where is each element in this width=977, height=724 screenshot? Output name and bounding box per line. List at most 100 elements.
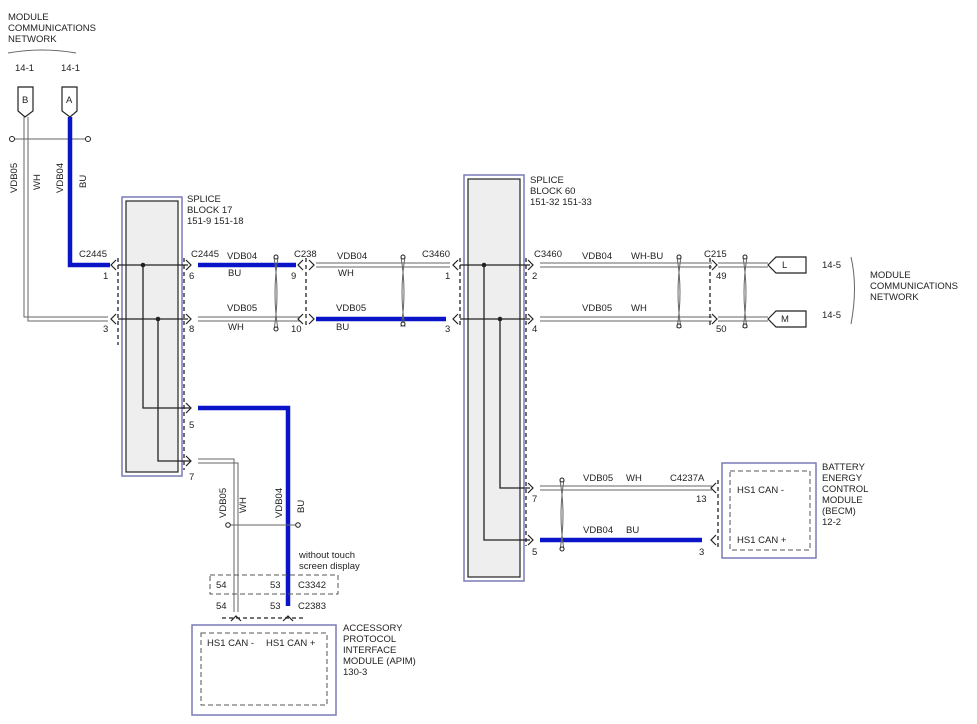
wire-vdb05-left-2 [27, 117, 108, 322]
seg1-twist-dot-bot [273, 326, 279, 332]
terminal-a-label: A [66, 95, 73, 106]
seg2-twist [400, 256, 406, 328]
becm-module [721, 462, 817, 559]
becm-twist-dot-top [559, 477, 565, 483]
splice60-inner [467, 178, 521, 578]
apim-pin-plus: HS1 CAN + [266, 638, 316, 649]
twist-end-left [9, 136, 15, 142]
c3460-right-chev-4 [527, 313, 534, 325]
splice60-node-a [481, 262, 487, 268]
apim-inner [200, 632, 328, 706]
seg3-twist-dot-bot [676, 323, 682, 329]
seg3-bot-code: VDB05 [582, 303, 612, 314]
becm-line5: (BECM) [822, 506, 856, 517]
c215-pin49: 49 [716, 271, 727, 282]
splice17-inner [125, 200, 179, 473]
apim-line4: MODULE (APIM) [343, 656, 416, 667]
network-top-title-3: NETWORK [8, 34, 57, 45]
becm-pin-minus: HS1 CAN - [737, 485, 784, 496]
c3460-right-chev-5 [527, 534, 534, 546]
c3342-box [209, 574, 339, 595]
seg1-top-color: BU [228, 268, 241, 279]
becm-w1-code: VDB05 [583, 473, 613, 484]
c2445-pin5: 5 [189, 420, 194, 431]
seg1-twist [273, 256, 279, 331]
wire-vdb04-left [67, 117, 110, 268]
terminal-m [767, 310, 807, 328]
terminal-b-label: B [22, 95, 28, 106]
terminal-a [61, 86, 78, 118]
c215-pin50: 50 [716, 324, 727, 335]
c2383-name: C2383 [298, 601, 326, 612]
c3460-left-name: C3460 [422, 249, 450, 260]
seg1-bot-code: VDB05 [227, 303, 257, 314]
becm-line2: ENERGY [822, 473, 863, 484]
ref-l: 14-5 [822, 260, 841, 271]
wire-to-l [718, 262, 768, 268]
c238-pin9: 9 [291, 271, 296, 282]
splice17-node-b [155, 316, 161, 322]
becm-line3: CONTROL [822, 484, 868, 495]
label-wh-left: WH [32, 174, 43, 190]
splice60-line2: BLOCK 60 [530, 186, 575, 197]
apim-wire-vdb04 [198, 405, 291, 606]
c2445-left-pin1: 1 [103, 271, 108, 282]
c4237a-pin13: 13 [696, 494, 707, 505]
c2445-pin8: 8 [189, 324, 194, 335]
splice17-line2: BLOCK 17 [187, 205, 232, 216]
network-right-brace [850, 256, 855, 325]
c215-name: C215 [704, 249, 727, 260]
seg2-bot-color: BU [336, 322, 349, 333]
splice17-node-a [140, 262, 146, 268]
seg3-top-color: WH-BU [631, 251, 663, 262]
label-bu-left: BU [78, 175, 89, 188]
c2445-pin6: 6 [189, 271, 194, 282]
c238-chev-10 [297, 313, 304, 325]
apim-line1: ACCESSORY [343, 623, 403, 634]
network-right-title-2: COMMUNICATIONS [870, 281, 958, 292]
apim-label-bu: BU [296, 500, 307, 513]
c2383-pin53: 53 [270, 601, 281, 612]
apim-pin-minus: HS1 CAN - [207, 638, 254, 649]
wire-vdb05-left [23, 117, 108, 318]
seg1-wire-vdb05 [198, 316, 300, 322]
c215-chev-49 [711, 259, 718, 271]
c2445-pin7: 7 [189, 472, 194, 483]
c3460-left-chev-3 [452, 313, 459, 325]
twist-lm [742, 256, 748, 329]
terminal-m-label: M [781, 314, 789, 325]
twist-end-right [85, 136, 91, 142]
c3460-pin5: 5 [532, 547, 537, 558]
apim-twist-left [225, 522, 231, 528]
apim-label-vdb04: VDB04 [274, 488, 285, 518]
network-top-title-2: COMMUNICATIONS [8, 23, 96, 34]
seg1-bot-color: WH [228, 322, 244, 333]
seg3-wire-vdb04 [540, 262, 712, 268]
seg2-twist-dot-top [400, 254, 406, 260]
c238-chev-10b [308, 313, 315, 325]
c3460-right-chev-7 [527, 482, 534, 494]
becm-w2-color: BU [626, 525, 639, 536]
label-vdb05-left: VDB05 [9, 163, 20, 193]
seg1-top-code: VDB04 [227, 251, 257, 262]
becm-w2-code: VDB04 [583, 525, 613, 536]
becm-twist-dot-bot [559, 546, 565, 552]
terminal-b [17, 86, 34, 118]
c4237a-chev-13 [710, 482, 717, 494]
c2445-left-chevron-1 [110, 259, 117, 271]
seg2-top-color: WH [338, 268, 354, 279]
becm-line6: 12-2 [822, 517, 841, 528]
seg3-twist-dot-top [676, 254, 682, 260]
c238-name: C238 [294, 249, 317, 260]
ref-m: 14-5 [822, 310, 841, 321]
splice17-bus-b [118, 318, 190, 462]
twist-lm-dot-top [742, 254, 748, 260]
c2445-right-chev-6 [185, 259, 192, 271]
c2445-right-chev-7 [185, 455, 192, 467]
splice60-bus-b [460, 318, 530, 489]
seg1-twist-dot-top [273, 254, 279, 260]
splice17-bus-a [118, 264, 190, 409]
c4237a-chev-3 [710, 534, 717, 546]
network-right-title-1: MODULE [870, 270, 911, 281]
